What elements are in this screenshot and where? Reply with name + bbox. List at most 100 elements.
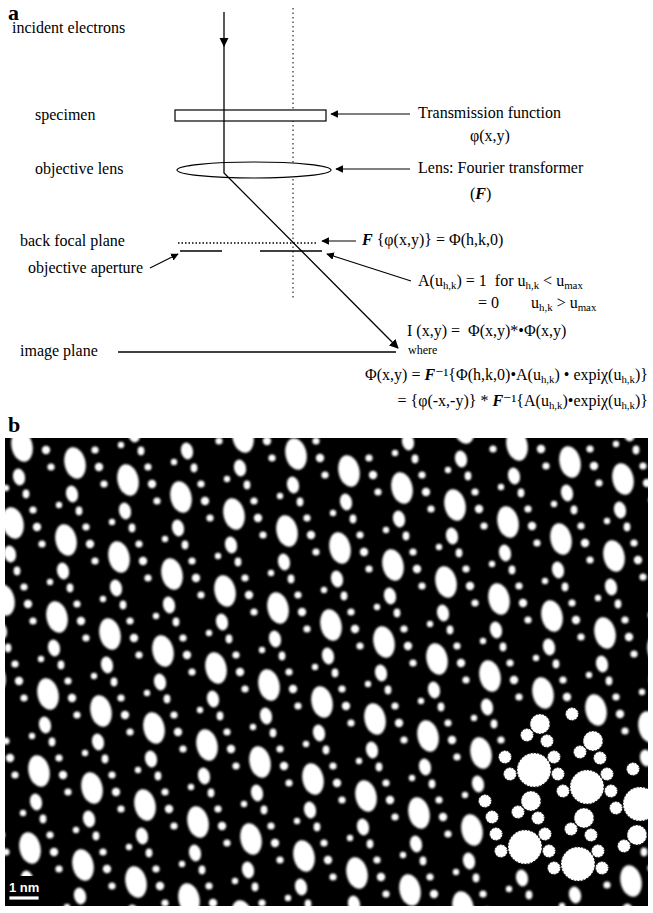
- lattice-spot: [197, 591, 204, 598]
- lattice-spot: [391, 509, 406, 528]
- lattice-spot: [87, 693, 114, 729]
- part-note: Lens: Fourier transformer: [418, 160, 583, 176]
- lattice-spot: [432, 564, 459, 600]
- lattice-spot: [377, 873, 385, 881]
- lattice-spot: [229, 438, 256, 455]
- lattice-spot: [323, 746, 330, 755]
- lattice-spot: [276, 856, 283, 863]
- lattice-spot: [374, 604, 380, 610]
- lattice-spot: [361, 701, 388, 737]
- lattice-spot: [518, 489, 525, 498]
- lattice-spot: [400, 736, 407, 743]
- lattice-spot: [78, 770, 105, 806]
- lattice-spot: [382, 890, 389, 897]
- lattice-spot: [612, 500, 627, 519]
- lattice-spot: [164, 695, 171, 704]
- back-focal-plane: [178, 242, 318, 243]
- lattice-spot: [121, 711, 129, 719]
- lattice-spot: [449, 889, 476, 906]
- lattice-spot: [153, 613, 159, 619]
- lattice-spot: [139, 557, 147, 565]
- lattice-spot: [436, 544, 442, 550]
- lattice-spot: [42, 446, 50, 454]
- lattice-spot: [644, 632, 648, 668]
- lattice-spot: [211, 573, 238, 609]
- lattice-spot: [241, 685, 248, 692]
- lattice-spot: [38, 656, 44, 662]
- model-atom: [623, 787, 648, 821]
- lattice-spot: [67, 584, 74, 593]
- lattice-spot: [350, 515, 357, 524]
- lattice-spot: [73, 827, 79, 833]
- lattice-spot: [563, 693, 571, 701]
- lattice-spot: [385, 686, 392, 695]
- lattice-spot: [240, 860, 255, 879]
- lattice-spot: [232, 458, 247, 477]
- lattice-spot: [417, 757, 432, 776]
- model-atom: [541, 735, 554, 748]
- lattice-spot: [49, 738, 56, 747]
- model-atom: [532, 812, 545, 825]
- lattice-spot: [365, 454, 372, 461]
- lattice-image: [5, 438, 648, 906]
- equation: = {φ(-x,-y)} * F⁻¹{A(uh,k)•expiχ(uh,k)}: [397, 393, 648, 409]
- lattice-spot: [64, 904, 70, 906]
- lattice-spot: [395, 719, 403, 727]
- lattice-spot: [170, 822, 177, 829]
- lattice-spot: [174, 728, 182, 736]
- lattice-spot: [112, 788, 120, 796]
- lattice-spot: [450, 438, 477, 446]
- lattice-spot: [476, 658, 503, 694]
- lattice-spot: [293, 877, 308, 896]
- lattice-spot: [324, 856, 332, 864]
- model-atom: [561, 847, 595, 881]
- lattice-spot: [367, 840, 374, 849]
- lattice-spot: [197, 707, 203, 713]
- lattice-spot: [255, 667, 282, 703]
- lattice-spot: [374, 488, 381, 495]
- lattice-spot: [471, 488, 478, 495]
- lattice-spot: [444, 719, 451, 726]
- lattice-spot: [294, 702, 301, 709]
- lattice-spot: [503, 438, 530, 463]
- equation: A(uh,k) = 1 for uh,k < umax: [418, 273, 583, 289]
- lattice-spot: [11, 771, 18, 778]
- lattice-spot: [125, 903, 140, 906]
- lattice-spot: [250, 497, 257, 504]
- micrograph-ground: [5, 438, 648, 906]
- model-atom: [565, 823, 578, 836]
- lattice-spot: [100, 596, 106, 602]
- lattice-spot: [312, 548, 319, 555]
- lattice-spot: [64, 677, 71, 684]
- lattice-spot: [542, 578, 548, 584]
- lattice-spot: [135, 651, 142, 658]
- lattice-spot: [355, 817, 370, 836]
- lattice-spot: [241, 574, 248, 581]
- lattice-spot: [612, 693, 619, 700]
- lattice-spot: [144, 690, 150, 696]
- lattice-spot: [338, 492, 353, 511]
- lattice-spot: [162, 536, 168, 542]
- scale-label: 1 nm: [9, 881, 39, 894]
- lattice-spot: [214, 805, 221, 812]
- lattice-spot: [245, 591, 253, 599]
- lattice-spot: [236, 668, 244, 676]
- lattice-spot: [307, 531, 315, 539]
- lattice-spot: [16, 830, 43, 866]
- lattice-spot: [470, 774, 485, 793]
- lattice-spot: [152, 672, 167, 691]
- lattice-spot: [533, 539, 540, 546]
- part-name: image plane: [20, 343, 98, 359]
- lattice-spot: [317, 607, 344, 643]
- equation: = 0 uh,k > umax: [478, 295, 596, 311]
- lattice-spot: [559, 676, 566, 683]
- lattice-spot: [179, 861, 185, 867]
- lattice-spot: [91, 446, 98, 453]
- lattice-spot: [312, 438, 319, 445]
- electron-ray: [224, 44, 398, 348]
- lattice-spot: [196, 766, 211, 785]
- lattice-spot: [117, 805, 124, 812]
- lattice-spot: [426, 680, 441, 699]
